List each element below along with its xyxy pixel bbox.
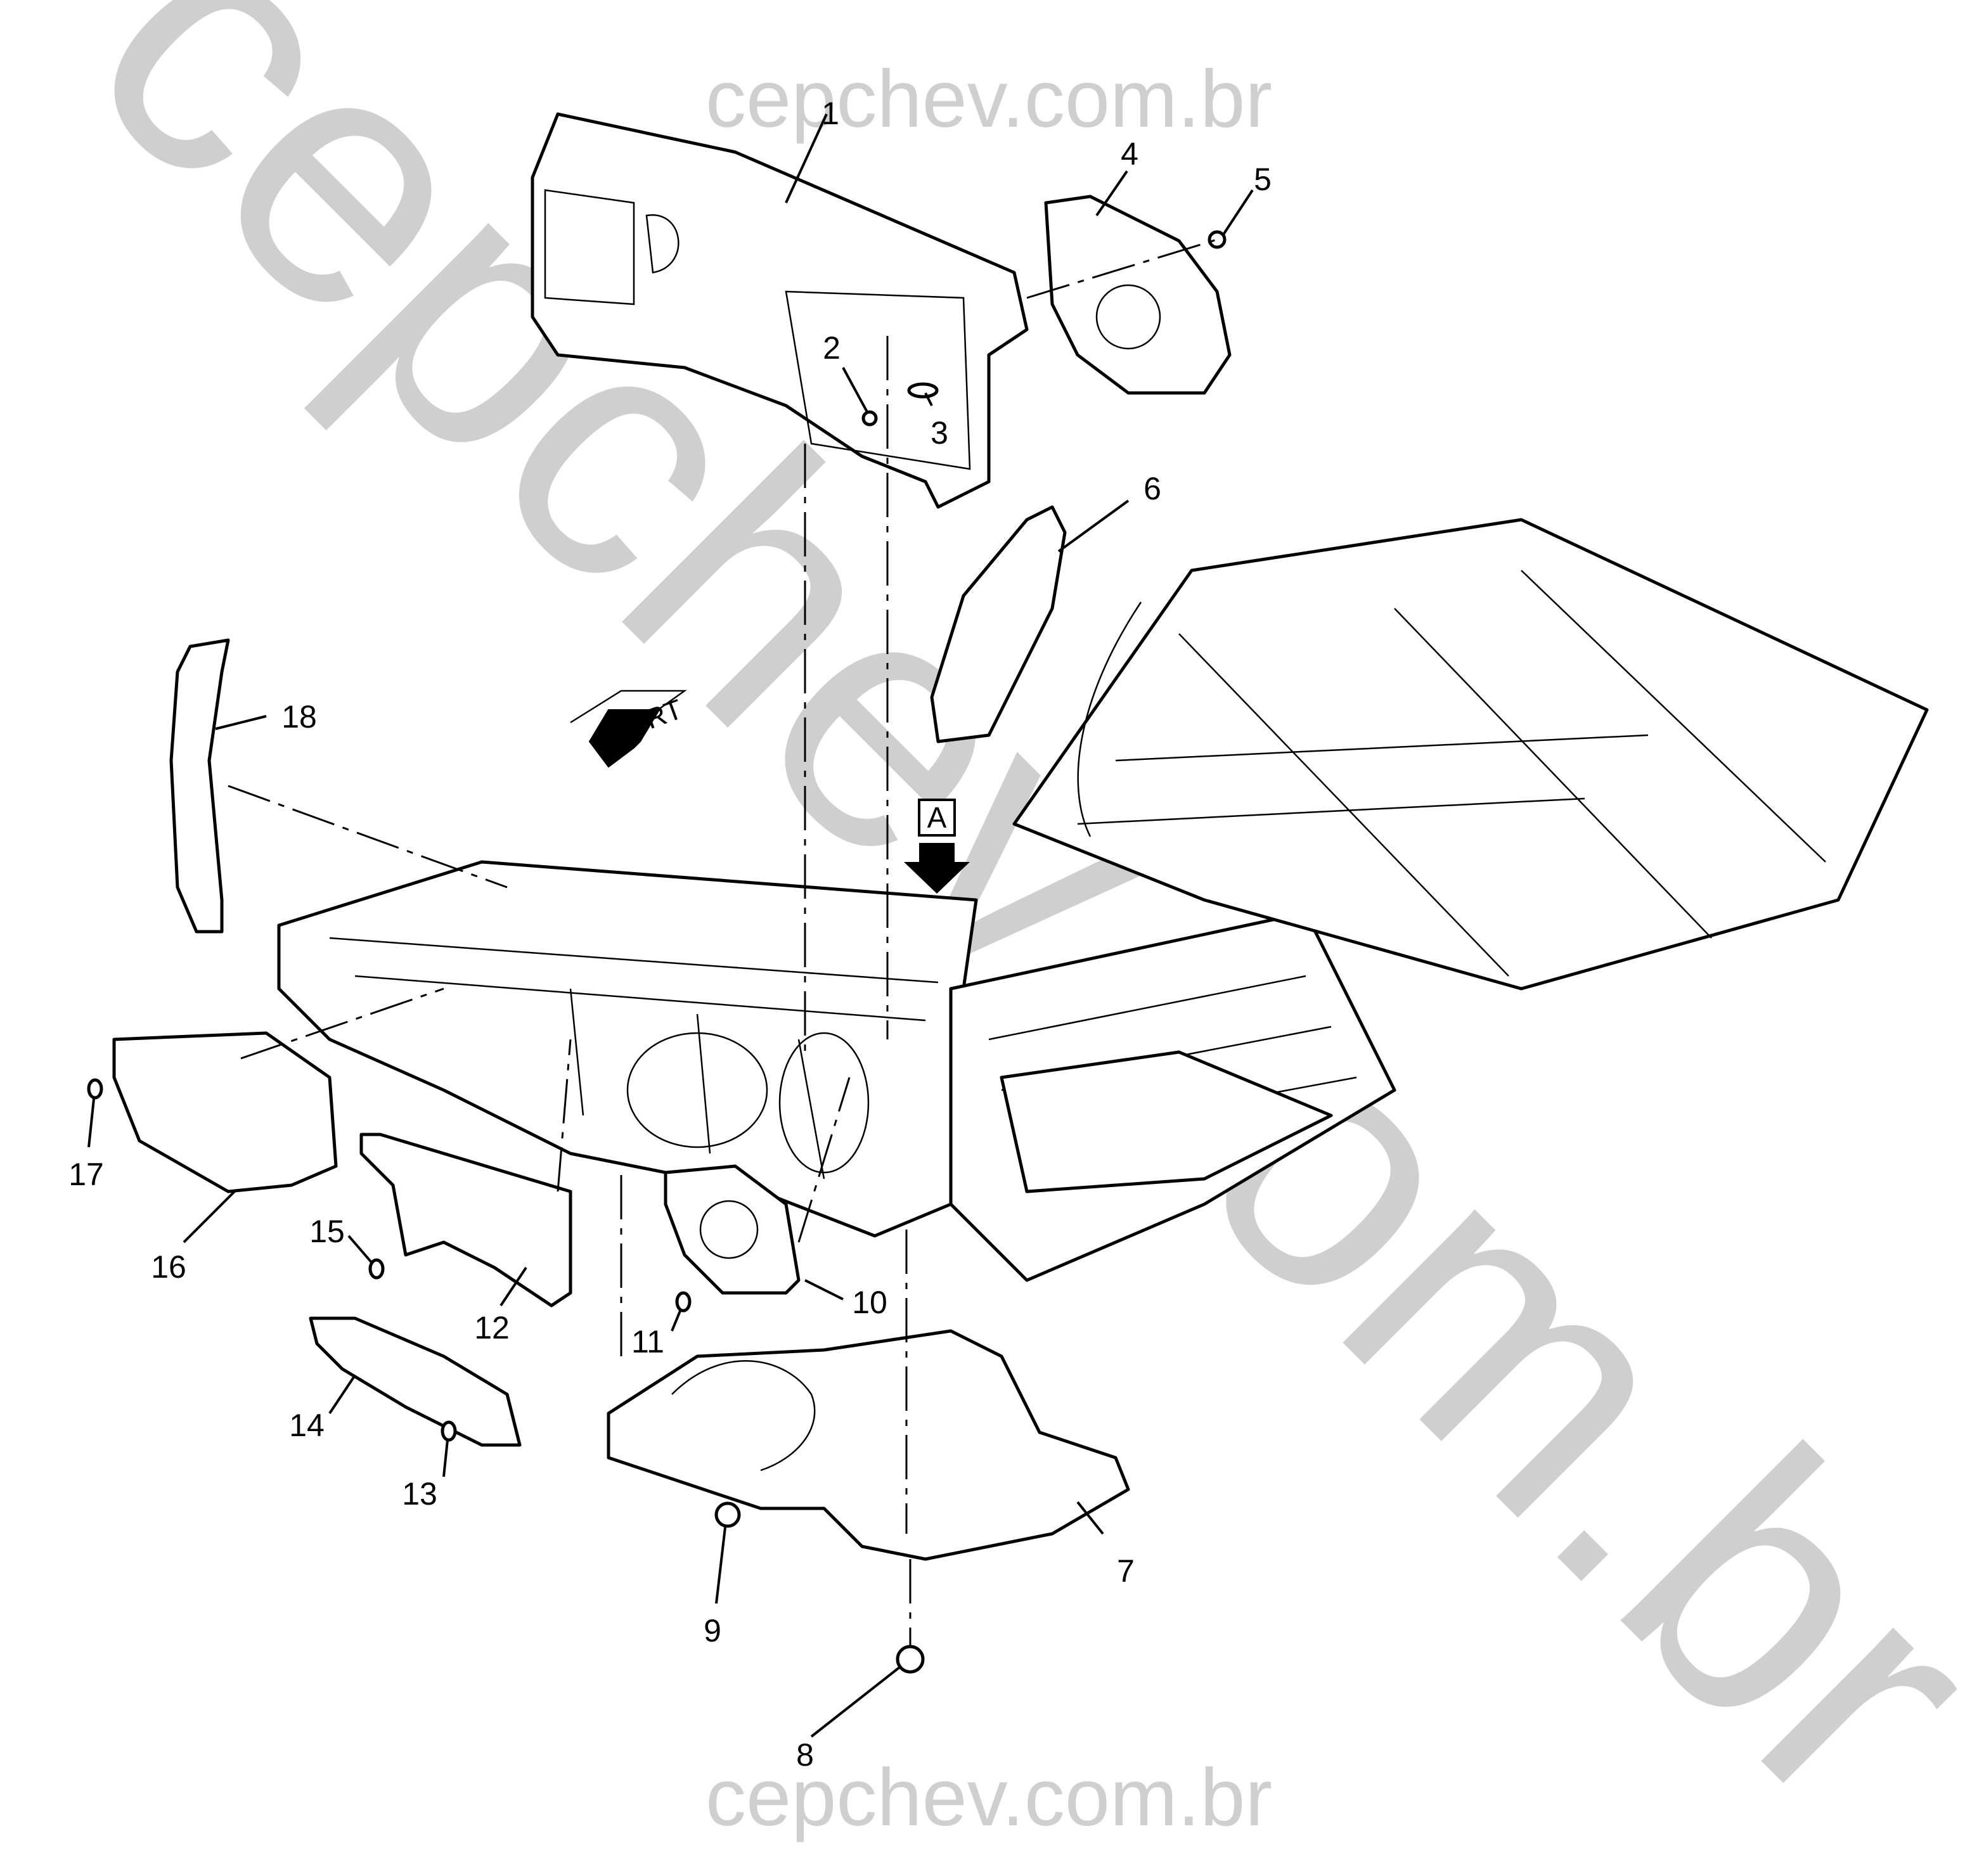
callout-15: 15: [309, 1214, 345, 1249]
vehicle-body-structure: [277, 518, 1929, 1282]
part-18-insulator: [169, 638, 230, 934]
callout-14: 14: [289, 1408, 325, 1443]
callout-3: 3: [931, 415, 948, 451]
fastener-2: [861, 410, 878, 427]
part-4-insulator: [1044, 195, 1232, 395]
watermark-bottom: cepchev.com.br: [705, 1752, 1272, 1843]
callout-16: 16: [151, 1249, 186, 1285]
fastener-5: [1208, 230, 1227, 249]
part-6-pad: [930, 505, 1067, 743]
part-10-insulator: [664, 1164, 801, 1295]
watermark-top: cepchev.com.br: [705, 54, 1272, 145]
fastener-3: [907, 382, 939, 399]
front-arrow-icon: [588, 709, 660, 768]
fastener-9: [714, 1501, 741, 1528]
fastener-13: [441, 1420, 457, 1442]
view-a-arrow-icon: [904, 843, 970, 894]
callout-6: 6: [1144, 471, 1161, 506]
callout-12: 12: [474, 1310, 510, 1346]
callout-2: 2: [823, 330, 841, 366]
fasteners: [87, 230, 1227, 1674]
front-direction-indicator: FRT: [570, 690, 687, 768]
fastener-8: [896, 1645, 925, 1674]
callout-8: 8: [796, 1737, 814, 1773]
callout-10: 10: [852, 1285, 887, 1320]
fastener-11: [675, 1291, 692, 1313]
fastener-17: [87, 1078, 103, 1100]
callout-9: 9: [704, 1613, 721, 1648]
callout-1: 1: [821, 96, 839, 131]
view-a-indicator: A: [904, 799, 970, 894]
callouts: 1 2 3 4 5 6 7 8 9 10 11 12 13 14 15 16 1…: [68, 96, 1272, 1773]
callout-5: 5: [1254, 162, 1272, 197]
callout-7: 7: [1117, 1553, 1135, 1589]
part-16-insulator: [112, 1031, 338, 1193]
fastener-15: [368, 1258, 385, 1280]
view-a-label: A: [927, 801, 947, 834]
part-14-insulator: [309, 1316, 522, 1447]
callout-13: 13: [402, 1476, 437, 1512]
callout-11: 11: [631, 1324, 664, 1359]
callout-17: 17: [68, 1157, 104, 1192]
part-12-insulator: [359, 1133, 572, 1307]
reference-lines: [228, 238, 1218, 1648]
part-7-insulator: [607, 1329, 1130, 1561]
callout-4: 4: [1121, 136, 1138, 172]
leader-lines: [87, 113, 1254, 1738]
callout-18: 18: [281, 699, 317, 735]
part-1-dash-insulator: [531, 112, 1029, 509]
